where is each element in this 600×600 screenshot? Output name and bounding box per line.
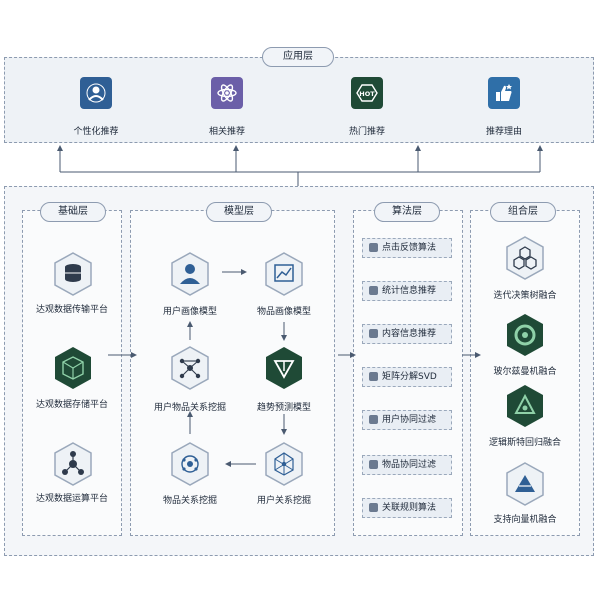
network-nodes-icon[interactable] — [53, 442, 93, 486]
ring-icon[interactable] — [505, 313, 545, 357]
database-icon — [369, 243, 378, 252]
model-item-user-relation-label: 用户关系挖掘 — [256, 496, 311, 506]
cube-icon[interactable] — [53, 346, 93, 390]
combo-item-gbdt-label: 迭代决策树融合 — [493, 291, 557, 301]
model-item-item-profile-label: 物品画像模型 — [256, 307, 311, 317]
arrow-down-triangle-icon[interactable] — [264, 346, 304, 390]
model-layer-title: 模型层 — [206, 202, 272, 222]
atom-icon — [217, 84, 237, 102]
algo-item-user-cf[interactable]: 用户协同过滤 — [362, 410, 452, 430]
database-icon — [369, 460, 378, 469]
database-icon — [369, 329, 378, 338]
app-item-hot-label: 热门推荐 — [348, 127, 385, 137]
app-item-reason[interactable] — [488, 77, 520, 109]
combo-layer-title: 组合层 — [490, 202, 556, 222]
combo-item-rbm-label: 玻尔兹曼机融合 — [493, 367, 557, 377]
combo-item-lr-label: 逻辑斯特回归融合 — [488, 438, 561, 448]
hot-badge-icon: HOT — [356, 84, 378, 102]
honeycomb-icon[interactable] — [505, 236, 545, 280]
base-layer-title: 基础层 — [40, 202, 106, 222]
model-item-trend-label: 趋势预测模型 — [256, 403, 311, 413]
pyramid-icon[interactable] — [505, 462, 545, 506]
algo-item-svd[interactable]: 矩阵分解SVD — [362, 367, 452, 387]
graph-icon[interactable] — [170, 346, 210, 390]
svg-text:HOT: HOT — [359, 90, 375, 98]
model-item-item-relation-label: 物品关系挖掘 — [162, 496, 217, 506]
app-item-hot[interactable]: HOT — [351, 77, 383, 109]
database-icon — [369, 372, 378, 381]
chart-icon[interactable] — [264, 252, 304, 296]
mesh-icon[interactable] — [264, 442, 304, 486]
database-icon — [369, 286, 378, 295]
app-item-reason-label: 推荐理由 — [485, 127, 522, 137]
user-icon[interactable] — [170, 252, 210, 296]
database-icon — [369, 503, 378, 512]
algo-layer-title: 算法层 — [374, 202, 440, 222]
algo-item-content[interactable]: 内容信息推荐 — [362, 324, 452, 344]
model-item-user-profile-label: 用户画像模型 — [162, 307, 217, 317]
database-icon — [369, 415, 378, 424]
algo-item-association[interactable]: 关联规则算法 — [362, 498, 452, 518]
database-stack-icon[interactable] — [53, 252, 93, 296]
algo-item-click-feedback[interactable]: 点击反馈算法 — [362, 238, 452, 258]
recycle-icon[interactable] — [505, 384, 545, 428]
base-item-transfer-label: 达观数据传输平台 — [35, 305, 108, 315]
app-layer-title: 应用层 — [262, 47, 334, 67]
app-item-personalized[interactable] — [80, 77, 112, 109]
model-item-user-item-label: 用户物品关系挖掘 — [153, 403, 226, 413]
base-item-compute-label: 达观数据运算平台 — [35, 494, 108, 504]
molecule-icon[interactable] — [170, 442, 210, 486]
app-item-personalized-label: 个性化推荐 — [73, 127, 119, 137]
algo-item-statistics[interactable]: 统计信息推荐 — [362, 281, 452, 301]
base-item-storage-label: 达观数据存储平台 — [35, 400, 108, 410]
algo-item-item-cf[interactable]: 物品协同过滤 — [362, 455, 452, 475]
combo-item-svm-label: 支持向量机融合 — [493, 515, 557, 525]
app-item-related[interactable] — [211, 77, 243, 109]
thumbs-up-icon — [496, 84, 512, 101]
person-network-icon — [86, 83, 106, 103]
app-item-related-label: 相关推荐 — [208, 127, 245, 137]
